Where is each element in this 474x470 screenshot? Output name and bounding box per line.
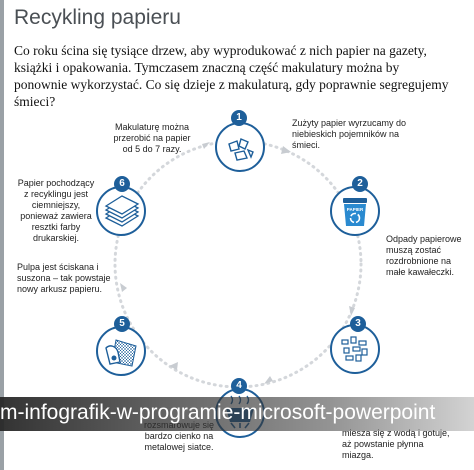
step-3-node [330,324,380,374]
step-6-node [96,186,146,236]
step-5-number: 5 [114,316,130,332]
intro-paragraph: Co roku ścina się tysiące drzew, aby wyp… [14,43,449,109]
cycle-note: Makulaturę można przerobić na papier od … [113,122,191,154]
recycle-bin-icon: PAPIER [343,198,367,226]
step-3-number: 3 [350,316,366,332]
step-1-node [215,122,265,172]
bin-label: PAPIER [347,207,364,212]
caption-text: m-infografik-w-programie-microsoft-power… [0,401,436,424]
cycle-arrows [120,142,358,384]
step-1-text: Zużyty papier wyrzucamy do niebieskich p… [292,118,407,150]
step-6-number: 6 [114,176,130,192]
slide-title: Recykling papieru [14,6,181,29]
step-2-number: 2 [352,176,368,192]
step-5-node [96,326,146,376]
mesh-press-icon [105,339,137,367]
step-5-text: Pulpa jest ściskana i suszona – tak pows… [17,262,111,294]
shredded-paper-icon [341,336,368,362]
step-3-text: miesza się z wodą i gotuje, aż powstanie… [342,428,450,460]
step-6-text: Papier pochodzący z recyklingu jest ciem… [17,178,95,243]
step-4-number: 4 [231,378,247,394]
left-accent-bar [0,0,4,470]
step-1-number: 1 [231,110,247,126]
step-2-node: PAPIER [330,186,380,236]
paper-stack-icon [104,195,140,227]
step-2-text: Odpady papierowe muszą zostać rozdrobnio… [386,234,462,277]
paper-scraps-icon [228,138,254,161]
caption-overlay [0,397,474,431]
